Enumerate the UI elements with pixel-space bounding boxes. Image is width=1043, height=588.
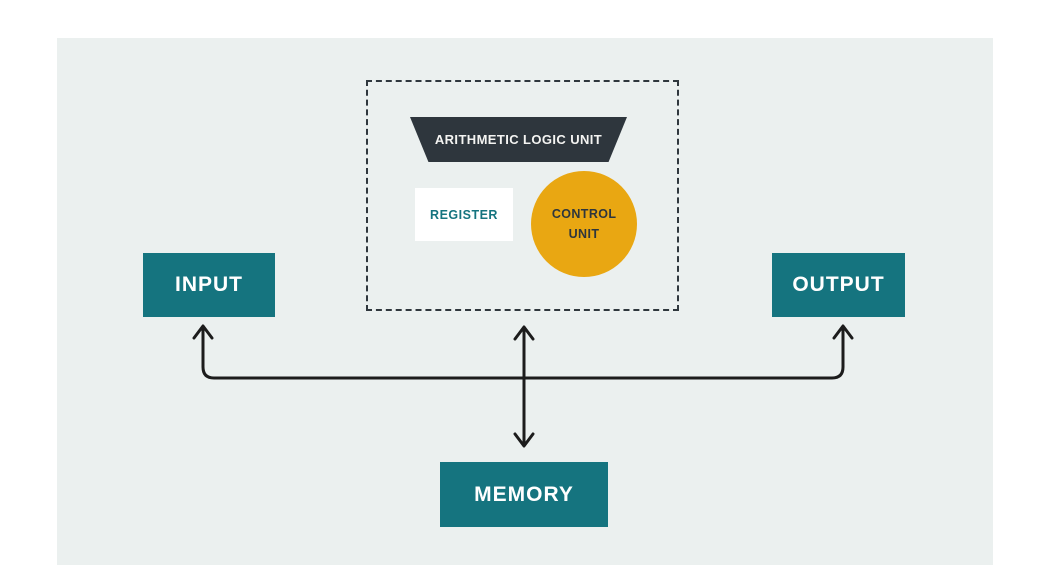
register-label: REGISTER xyxy=(430,207,498,222)
cpu-dashed-boundary xyxy=(366,80,679,311)
memory-box: MEMORY xyxy=(440,462,608,527)
alu-label: ARITHMETIC LOGIC UNIT xyxy=(434,132,603,147)
control-unit-label: CONTROL UNIT xyxy=(551,207,617,241)
alu-trapezoid: ARITHMETIC LOGIC UNIT xyxy=(410,117,627,162)
register-box: REGISTER xyxy=(415,188,513,241)
input-label: INPUT xyxy=(175,273,243,296)
output-label: OUTPUT xyxy=(792,273,885,296)
input-box: INPUT xyxy=(143,253,275,317)
output-box: OUTPUT xyxy=(772,253,905,317)
control-unit-circle: CONTROL UNIT xyxy=(531,171,637,277)
memory-label: MEMORY xyxy=(474,482,574,506)
